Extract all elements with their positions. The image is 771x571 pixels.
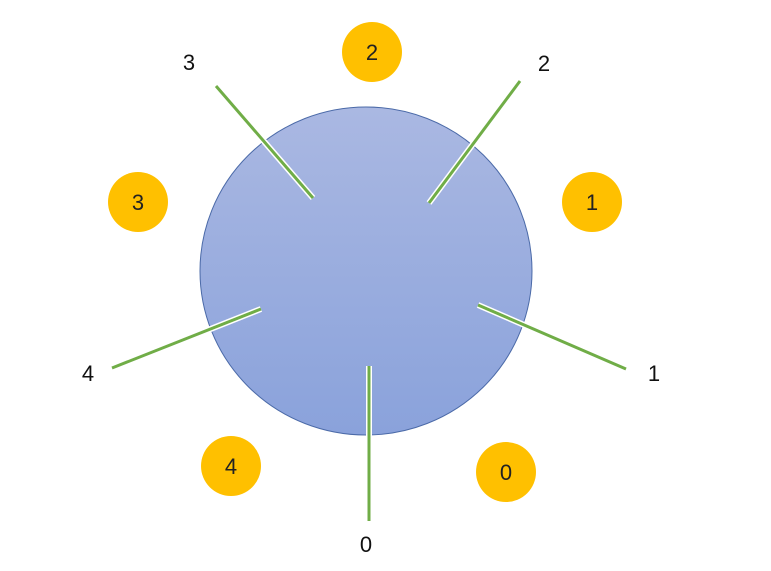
spoke-label-4: 4 (82, 361, 94, 386)
spoke-4 (110, 306, 263, 371)
spoke-label-0: 0 (360, 532, 372, 557)
spoke-label-2: 2 (538, 51, 550, 76)
spoke-1 (476, 302, 628, 372)
badge-1-label: 1 (586, 190, 598, 215)
badge-4-label: 4 (225, 454, 237, 479)
badge-3-label: 3 (132, 190, 144, 215)
badge-4: 4 (201, 436, 261, 496)
spoke-3 (213, 84, 316, 200)
badge-0-label: 0 (500, 460, 512, 485)
spokes-group (110, 79, 628, 521)
spoke-label-3: 3 (183, 50, 195, 75)
badge-0: 0 (476, 442, 536, 502)
badge-1: 1 (562, 172, 622, 232)
badge-2: 2 (342, 22, 402, 82)
spoke-label-1: 1 (648, 361, 660, 386)
spoke-2 (426, 79, 523, 205)
badge-2-label: 2 (366, 40, 378, 65)
badge-3: 3 (108, 172, 168, 232)
